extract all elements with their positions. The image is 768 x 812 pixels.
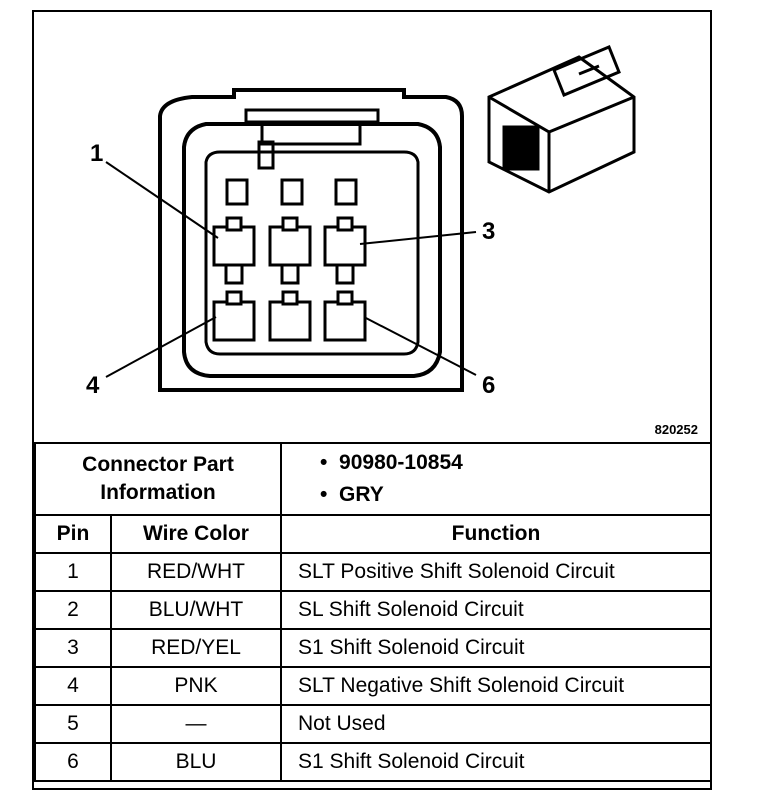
connector-color: • GRY bbox=[320, 483, 384, 506]
connector-housing-inner bbox=[182, 122, 442, 378]
table-row: 3 RED/YEL S1 Shift Solenoid Circuit bbox=[34, 628, 712, 668]
connector-isometric-sketch bbox=[487, 45, 636, 194]
pin-2-terminal bbox=[268, 225, 312, 267]
figure-id: 820252 bbox=[654, 422, 698, 437]
connector-part-info-values: • 90980-10854 • GRY bbox=[280, 442, 712, 516]
connector-housing-outer bbox=[158, 88, 464, 392]
table-header-row: Pin Wire Color Function bbox=[34, 514, 712, 554]
header-wire-color: Wire Color bbox=[110, 514, 282, 554]
table-row: 2 BLU/WHT SL Shift Solenoid Circuit bbox=[34, 590, 712, 630]
pin-5-terminal bbox=[268, 300, 312, 342]
pin-6-terminal bbox=[323, 300, 367, 342]
header-pin: Pin bbox=[34, 514, 112, 554]
callout-label-3: 3 bbox=[482, 218, 496, 245]
pin-top-slot bbox=[334, 178, 358, 206]
leader-pin-1 bbox=[105, 161, 219, 239]
table-row: 6 BLU S1 Shift Solenoid Circuit bbox=[34, 742, 712, 782]
pin-top-slot bbox=[225, 178, 249, 206]
table-row: 1 RED/WHT SLT Positive Shift Solenoid Ci… bbox=[34, 552, 712, 592]
connector-pinout-table: Connector Part Information • 90980-10854… bbox=[34, 442, 712, 782]
header-function: Function bbox=[280, 514, 712, 554]
connector-face-diagram bbox=[105, 45, 636, 392]
connector-cavity bbox=[204, 150, 420, 356]
callout-label-1: 1 bbox=[90, 140, 104, 167]
pin-4-terminal bbox=[212, 300, 256, 342]
pin-top-slot bbox=[280, 178, 304, 206]
part-number: • 90980-10854 bbox=[320, 451, 463, 474]
leader-pin-4 bbox=[105, 316, 217, 378]
pin-3-terminal bbox=[323, 225, 367, 267]
leader-pin-3 bbox=[359, 231, 477, 245]
callout-label-6: 6 bbox=[482, 372, 496, 399]
connector-latch bbox=[244, 108, 380, 124]
leader-pin-6 bbox=[363, 316, 477, 376]
connector-figure-frame: 1 3 4 6 820252 Connector Part Informatio… bbox=[32, 10, 712, 790]
callout-label-4: 4 bbox=[86, 372, 100, 399]
latch-key bbox=[257, 140, 275, 170]
table-row: 5 — Not Used bbox=[34, 704, 712, 744]
connector-part-info-label: Connector Part Information bbox=[34, 442, 282, 516]
latch-tab bbox=[260, 120, 362, 146]
table-row: 4 PNK SLT Negative Shift Solenoid Circui… bbox=[34, 666, 712, 706]
pin-1-terminal bbox=[212, 225, 256, 267]
